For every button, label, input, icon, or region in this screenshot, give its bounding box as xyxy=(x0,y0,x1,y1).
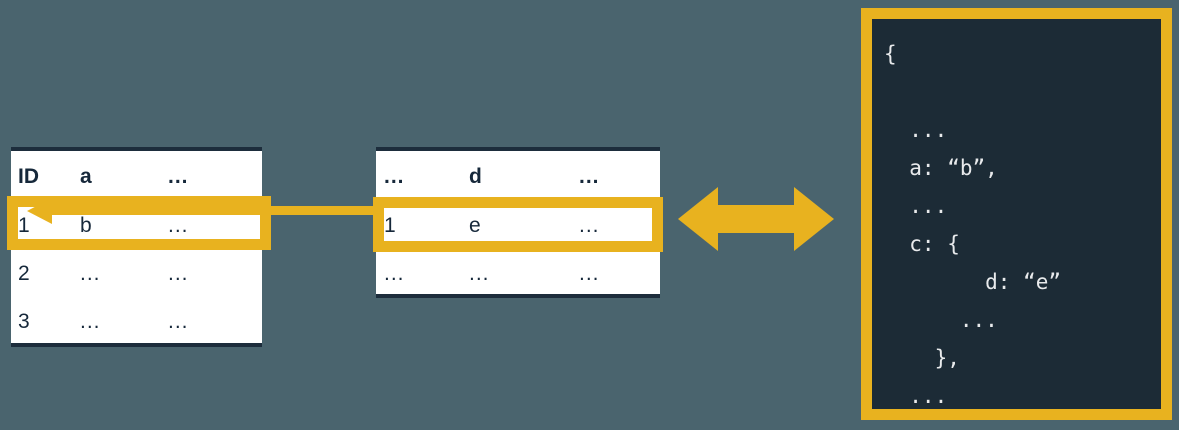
cell-a: ... xyxy=(80,261,101,285)
cell-id: 2 xyxy=(18,261,30,285)
table-row[interactable]: ... ... ... xyxy=(376,249,660,297)
column-header-more: ... xyxy=(168,164,189,188)
table-row: ID a ... xyxy=(11,151,262,201)
cell-more: ... xyxy=(579,261,600,285)
column-header-a: a xyxy=(80,164,92,188)
right-table: ... d ... 1 e ... ... ... ... xyxy=(376,147,660,298)
column-header-more-left: ... xyxy=(384,164,405,188)
column-header-id: ID xyxy=(18,164,39,188)
cell-more: ... xyxy=(168,213,189,237)
table-row: ... d ... xyxy=(376,151,660,201)
json-document-panel: { ... a: “b”, ... c: { d: “e” ... }, ...… xyxy=(861,8,1172,420)
cell-d: e xyxy=(469,213,481,237)
table-row[interactable]: 2 ... ... xyxy=(11,249,262,297)
table-row[interactable]: 1 b ... xyxy=(11,201,262,249)
cell-d: ... xyxy=(469,261,490,285)
table-row[interactable]: 3 ... ... xyxy=(11,297,262,345)
column-header-more-right: ... xyxy=(579,164,600,188)
bidirectional-arrow-icon xyxy=(678,187,834,251)
cell-id: ... xyxy=(384,261,405,285)
cell-id: 1 xyxy=(384,213,396,237)
json-code-text: { ... a: “b”, ... c: { d: “e” ... }, ...… xyxy=(884,42,1062,408)
cell-id: 1 xyxy=(18,213,30,237)
cell-more: ... xyxy=(168,261,189,285)
table-row[interactable]: 1 e ... xyxy=(376,201,660,249)
cell-a: ... xyxy=(80,309,101,333)
cell-more: ... xyxy=(579,213,600,237)
left-table: ID a ... 1 b ... 2 ... ... 3 ... ... xyxy=(11,147,262,347)
column-header-d: d xyxy=(469,164,482,188)
cell-a: b xyxy=(80,213,92,237)
cell-more: ... xyxy=(168,309,189,333)
cell-id: 3 xyxy=(18,309,30,333)
